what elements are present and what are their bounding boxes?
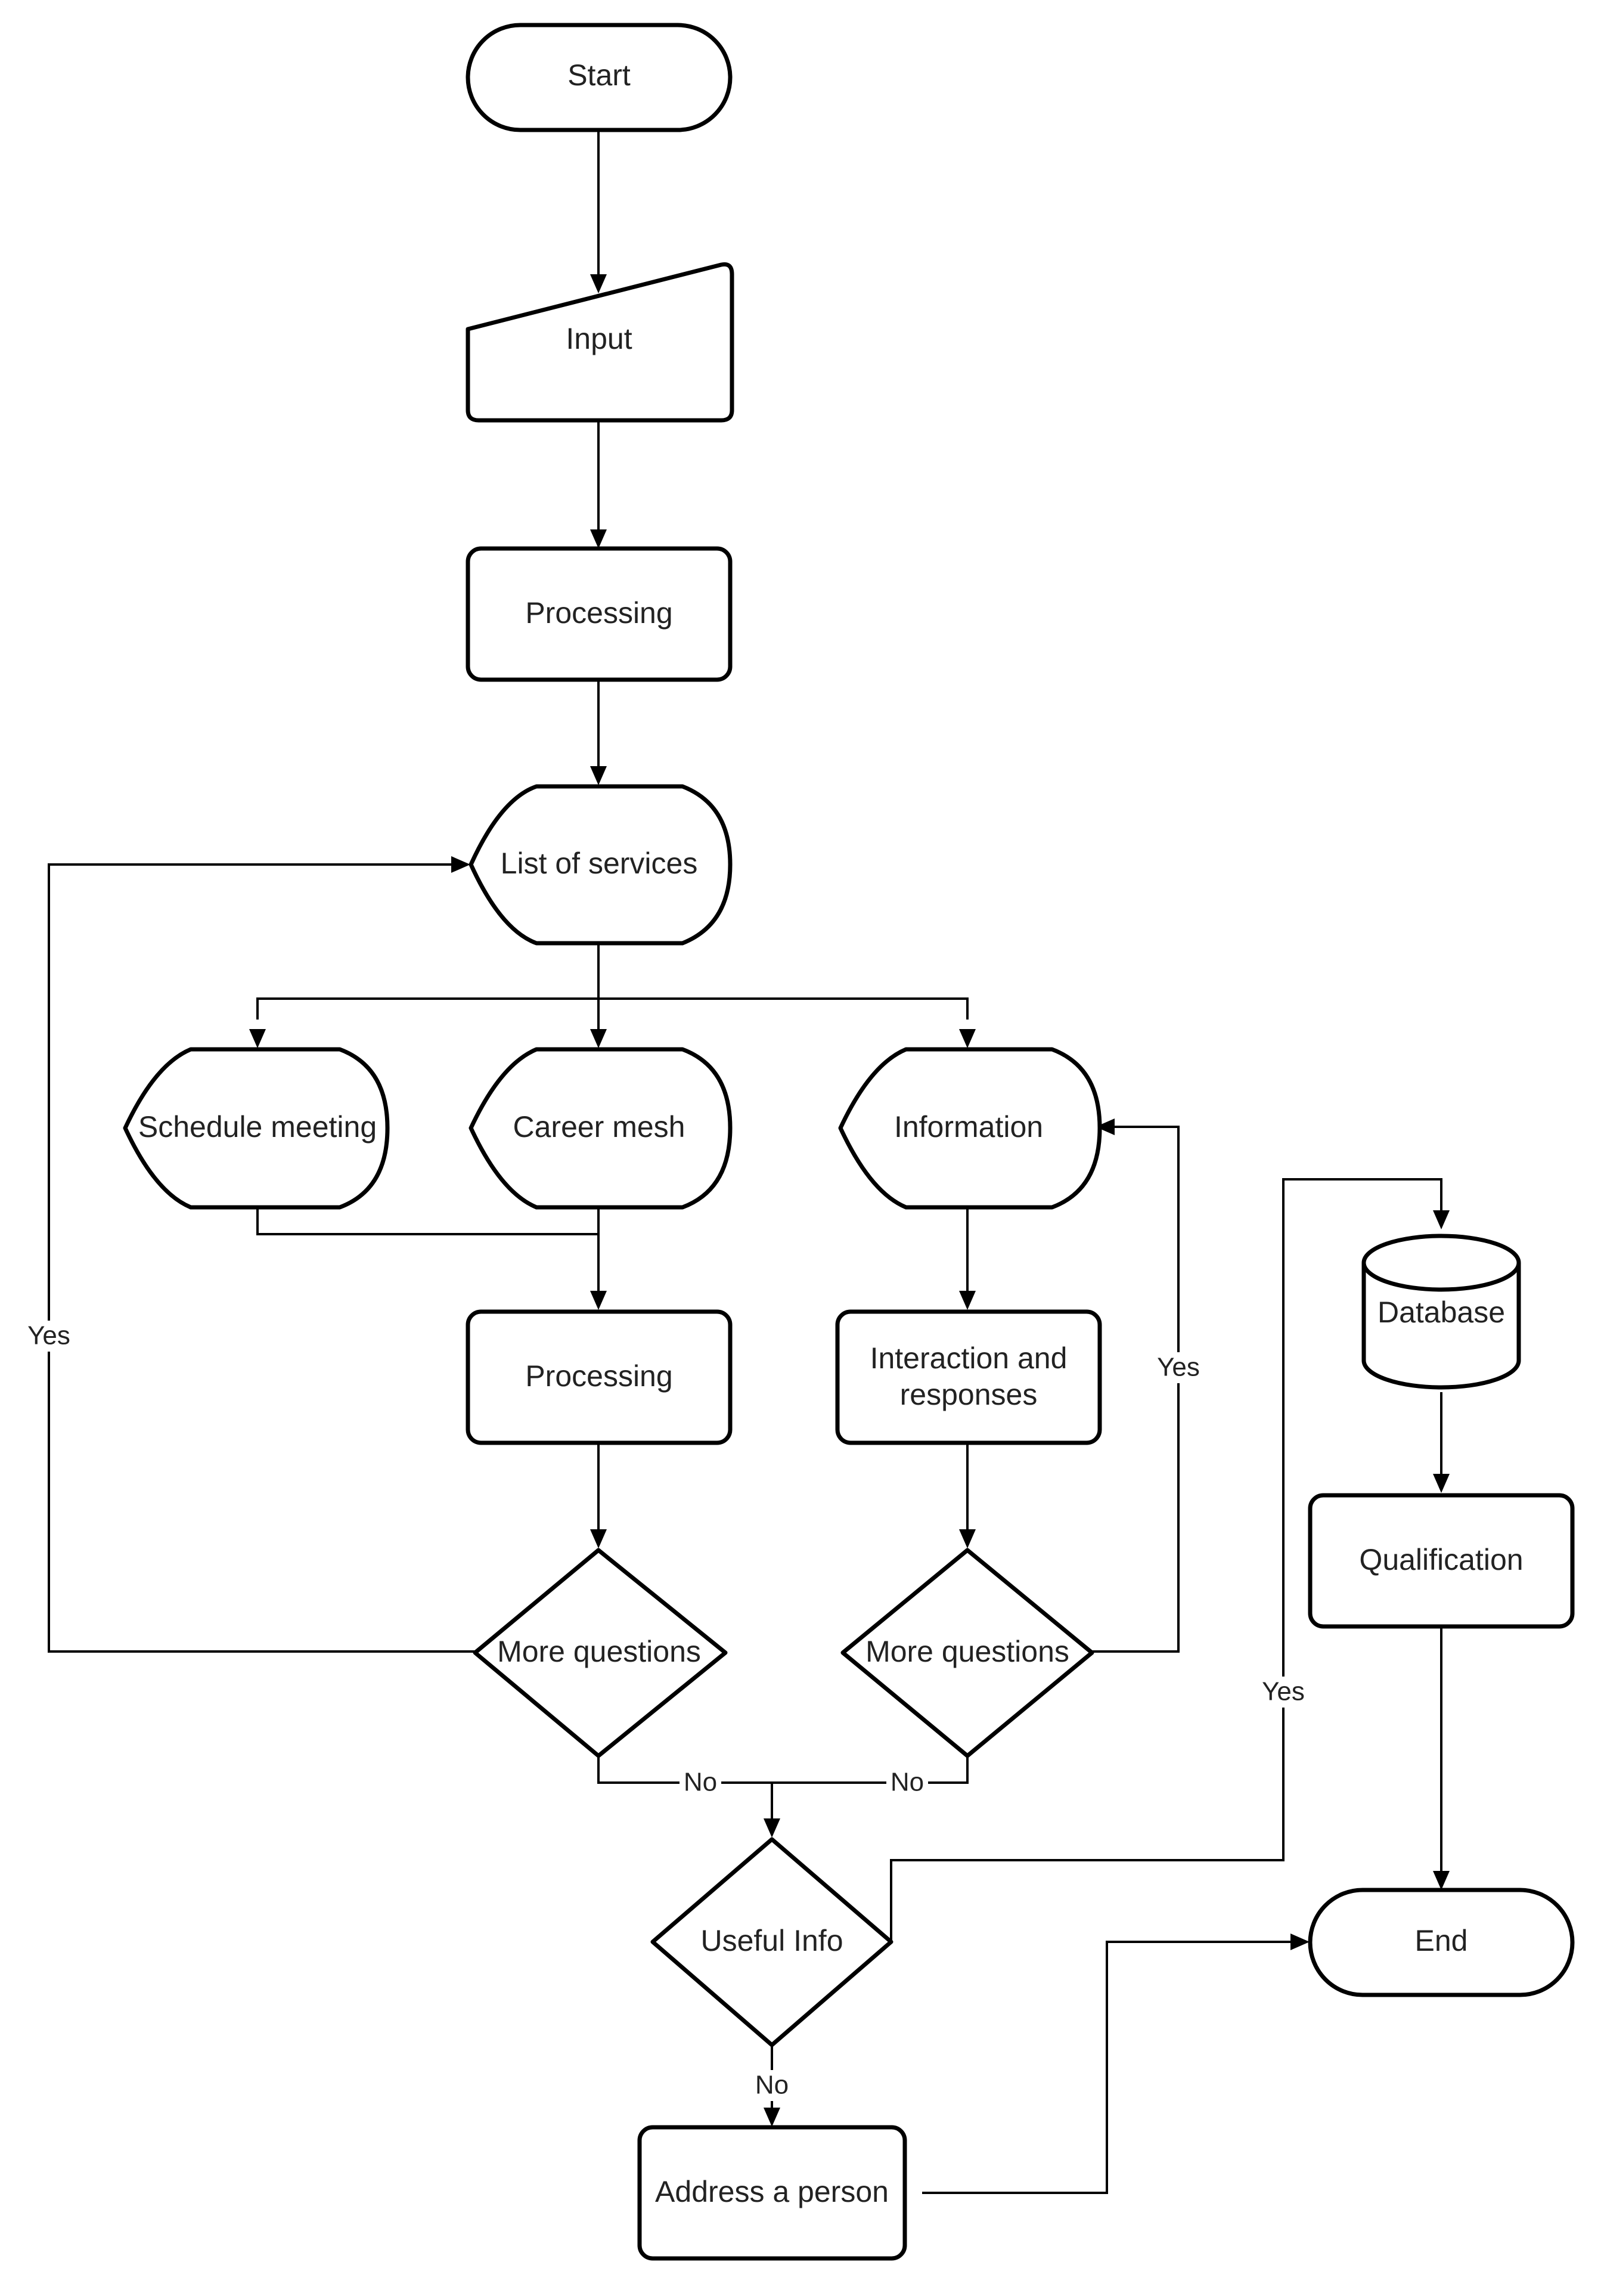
more-questions-label-1: More questions <box>497 1635 701 1668</box>
edge-label-bg-yes-useful <box>1258 1677 1308 1708</box>
edge-label-bg-no-right <box>886 1767 928 1798</box>
arrowhead-to-interaction <box>959 1291 976 1310</box>
processing-label-1: Processing <box>525 596 672 630</box>
arrowhead-more1-yes-loop <box>451 856 470 873</box>
useful-info-shape <box>650 1837 893 2047</box>
list-of-services-label: List of services <box>501 847 698 880</box>
start-label: Start <box>567 58 631 92</box>
database-node: Database <box>1361 1234 1521 1390</box>
edge-label-yes-useful: Yes <box>1262 1677 1305 1706</box>
interaction-label-line1: Interaction and <box>870 1341 1068 1375</box>
arrowhead-processing-to-list <box>590 766 607 785</box>
information-node: Information <box>838 1047 1102 1210</box>
career-mesh-shape <box>469 1047 733 1210</box>
edge-more2-no <box>772 1756 969 1784</box>
nodes: Start Input Processing List of services … <box>123 23 1575 2261</box>
useful-info-label: Useful Info <box>700 1924 843 1957</box>
address-a-person-node: Address a person <box>637 2125 907 2261</box>
edges <box>48 131 1450 2194</box>
start-node: Start <box>466 23 733 132</box>
edge-label-no-useful: No <box>755 2071 789 2100</box>
list-of-services-node: List of services <box>469 784 733 946</box>
input-label: Input <box>566 322 632 355</box>
address-a-person-label: Address a person <box>655 2175 889 2208</box>
arrowhead-to-more2 <box>959 1529 976 1548</box>
useful-info-node: Useful Info <box>650 1837 893 2047</box>
schedule-meeting-shape <box>123 1047 390 1210</box>
edge-more2-yes-loop <box>1092 1126 1180 1653</box>
interaction-shape <box>835 1309 1102 1445</box>
database-label: Database <box>1377 1296 1505 1329</box>
edge-label-bg-no-left <box>680 1767 721 1798</box>
arrowhead-input-to-processing <box>590 529 607 549</box>
processing-node-2: Processing <box>466 1309 733 1445</box>
arrowhead-to-more1 <box>590 1529 607 1548</box>
arrowhead-to-end-top <box>1433 1871 1450 1890</box>
career-mesh-node: Career mesh <box>469 1047 733 1210</box>
qualification-shape <box>1308 1493 1575 1629</box>
edge-label-no-right: No <box>891 1768 924 1797</box>
edge-labels: Yes Yes No No Yes No <box>24 1321 1308 2101</box>
end-shape <box>1308 1888 1575 1997</box>
arrowhead-more2-yes-loop <box>1096 1118 1115 1135</box>
edge-label-bg-yes-left <box>24 1321 74 1352</box>
processing-shape-2 <box>466 1309 733 1445</box>
arrowhead-start-to-input <box>590 274 607 293</box>
list-of-services-shape <box>469 784 733 946</box>
schedule-meeting-label: Schedule meeting <box>138 1110 377 1144</box>
qualification-label: Qualification <box>1359 1543 1523 1576</box>
career-mesh-label: Career mesh <box>513 1110 685 1144</box>
arrowhead-to-information <box>959 1029 976 1048</box>
interaction-label-line2: responses <box>900 1378 1038 1411</box>
interaction-node: Interaction and responses <box>835 1309 1102 1445</box>
edge-more1-yes-loop <box>48 863 475 1653</box>
processing-node-1: Processing <box>466 546 733 682</box>
database-top-shape <box>1361 1234 1521 1292</box>
arrowhead-to-useful <box>764 1818 780 1838</box>
input-shape <box>466 262 734 423</box>
more-questions-label-2: More questions <box>865 1635 1069 1668</box>
arrowhead-to-processing2 <box>590 1291 607 1310</box>
information-label: Information <box>894 1110 1043 1144</box>
edge-label-yes-left: Yes <box>27 1321 70 1350</box>
edge-label-no-left: No <box>684 1768 717 1797</box>
edge-useful-yes-to-database <box>890 1178 1442 1941</box>
arrowhead-to-schedule <box>249 1029 266 1048</box>
processing-label-2: Processing <box>525 1359 672 1393</box>
address-a-person-shape <box>637 2125 907 2261</box>
database-body-shape <box>1361 1263 1521 1390</box>
edge-branch-horizontal <box>256 997 969 1020</box>
edge-address-to-end <box>922 1941 1290 2194</box>
edge-schedule-to-processing2 <box>256 1207 598 1235</box>
arrowhead-to-address <box>764 2108 780 2127</box>
arrowhead-to-database <box>1433 1210 1450 1229</box>
more-questions-shape-2 <box>840 1548 1094 1758</box>
end-label: End <box>1415 1924 1468 1957</box>
processing-shape-1 <box>466 546 733 682</box>
start-shape <box>466 23 733 132</box>
edge-label-bg-yes-right <box>1153 1352 1203 1383</box>
schedule-meeting-node: Schedule meeting <box>123 1047 390 1210</box>
input-node: Input <box>466 262 734 423</box>
edge-label-yes-right: Yes <box>1157 1353 1200 1382</box>
more-questions-node-2: More questions <box>840 1548 1094 1758</box>
arrowhead-to-career <box>590 1029 607 1048</box>
more-questions-node-1: More questions <box>473 1548 728 1758</box>
information-shape <box>838 1047 1102 1210</box>
end-node: End <box>1308 1888 1575 1997</box>
qualification-node: Qualification <box>1308 1493 1575 1629</box>
arrowhead-to-end-left <box>1290 1934 1310 1950</box>
arrowhead-to-qualification <box>1433 1474 1450 1493</box>
more-questions-shape-1 <box>473 1548 728 1758</box>
edge-label-bg-no-useful <box>751 2070 793 2101</box>
